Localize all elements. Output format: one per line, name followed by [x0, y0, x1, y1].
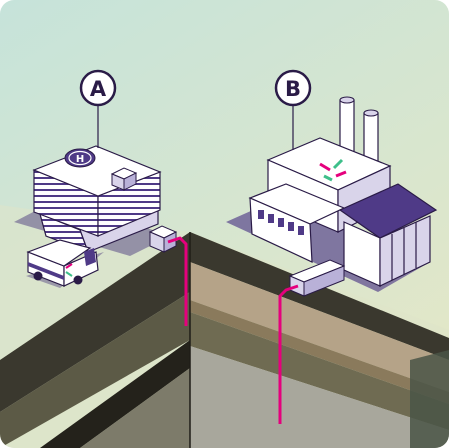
delivery-van: [26, 239, 104, 288]
soil-layer-dark-left: [0, 232, 190, 412]
helipad-letter: H: [76, 154, 84, 165]
site-a-wellhead: [148, 225, 178, 253]
hospital-roof-box-right: [123, 172, 137, 191]
soil-layer-brown-right: [190, 300, 449, 404]
van-wheel-rear: [33, 271, 43, 281]
conduit-b-side: [303, 265, 345, 297]
chimney-left-top: [339, 96, 355, 104]
pipe-b: [278, 284, 299, 424]
marker-a: A: [79, 69, 117, 148]
soil-layer-mid-left: [0, 292, 190, 448]
soil-layer-tan-right: [190, 262, 449, 392]
chimney-right-top: [363, 109, 379, 117]
marker-a-badge: [79, 69, 117, 107]
van-wheel-front: [73, 275, 83, 285]
soil-cross-section: [0, 232, 449, 448]
marker-b-label: B: [285, 77, 301, 101]
pipe-a: [167, 236, 188, 326]
factory-lower-front: [249, 197, 313, 263]
soil-layer-grey-right: [190, 346, 449, 448]
marker-b-badge: [274, 69, 312, 107]
warehouse-roof: [338, 183, 438, 239]
helipad-ring: [68, 150, 92, 166]
marker-a-label: A: [90, 77, 107, 101]
soil-layer-olive-right: [190, 312, 449, 430]
soil-layer-dark-right: [190, 232, 449, 360]
soil-step-right: [410, 350, 449, 448]
van-stripe: [28, 262, 64, 280]
van-logo-icon: [65, 263, 73, 277]
van-windshield: [84, 248, 96, 266]
soil-layer-black-left: [40, 340, 190, 448]
company-logo-icon: [319, 158, 347, 182]
soil-layer-grey-left: [80, 368, 190, 448]
site-b-factory: [226, 96, 438, 292]
marker-b: B: [274, 69, 312, 150]
factory-windows: [258, 210, 304, 235]
warehouse-columns: [391, 222, 417, 280]
site-a-hospital: H: [14, 145, 170, 256]
van-roof: [26, 239, 92, 267]
